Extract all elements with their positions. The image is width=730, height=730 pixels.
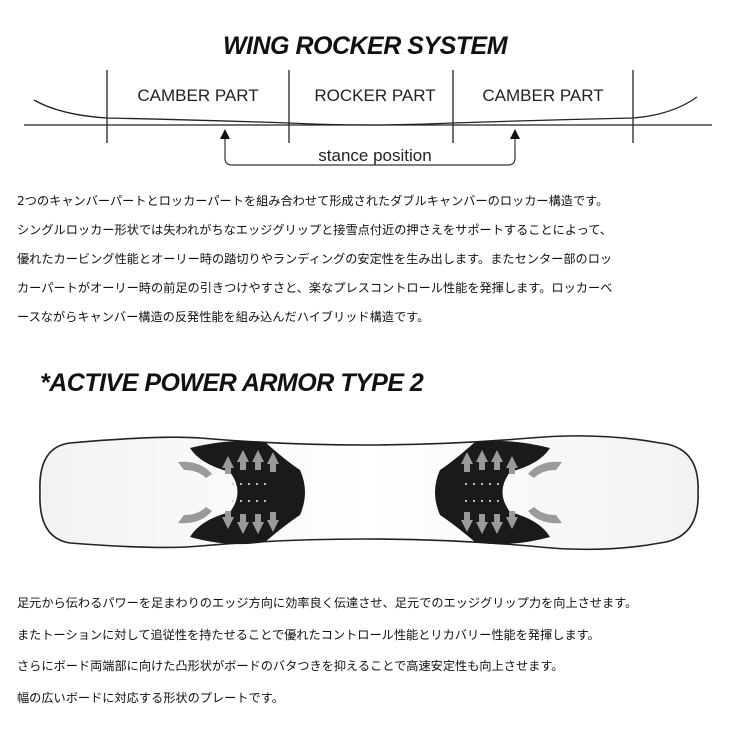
arrow-down-icon <box>222 511 279 534</box>
arrow-curve-right-icon <box>528 461 562 478</box>
camber-part-left-label: CAMBER PART <box>137 86 258 105</box>
armor-plate-left <box>178 440 305 545</box>
insert-holes <box>231 482 267 503</box>
arrow-curve-left-lower-icon <box>178 507 212 524</box>
description-line: 優れたカービング性能とオーリー時の踏切りやランディングの安定性を生み出します。ま… <box>17 252 613 266</box>
armor-plate-right-shape <box>435 440 550 545</box>
armor-title: *ACTIVE POWER ARMOR TYPE 2 <box>40 369 424 397</box>
insert-holes <box>464 482 500 503</box>
arrow-curve-left-icon <box>178 461 212 478</box>
snowboard-outline <box>39 435 699 551</box>
stance-arrow-right-icon <box>510 129 520 139</box>
description-line: ースながらキャンバー構造の反発性能を組み込んだハイブリッド構造です。 <box>17 310 430 324</box>
rocker-part-label: ROCKER PART <box>314 86 435 105</box>
arrow-curve-right-lower-icon <box>528 507 562 524</box>
stance-arrow-left-icon <box>220 129 230 139</box>
description-line: 幅の広いボードに対応する形状のプレートです。 <box>17 690 284 705</box>
description-line: またトーションに対して追従性を持たせることで優れたコントロール性能とリカバリー性… <box>17 627 600 642</box>
arrow-up-icon <box>461 450 518 474</box>
armor-plate-left-shape <box>190 440 305 545</box>
description-paragraph-1: 2つのキャンバーパートとロッカーパートを組み合わせて形成されたダブルキャンバーの… <box>17 187 717 332</box>
camber-part-right-label: CAMBER PART <box>482 86 603 105</box>
board-profile-line <box>33 96 698 126</box>
rocker-profile-diagram: CAMBER PART ROCKER PART CAMBER PART stan… <box>24 70 712 166</box>
snowboard-illustration <box>39 435 699 551</box>
arrow-down-icon <box>461 511 518 534</box>
description-line: 足元から伝わるパワーを足まわりのエッジ方向に効率良く伝達させ、足元でのエッジグリ… <box>17 596 638 610</box>
stance-bracket <box>224 138 516 166</box>
description-line: カーパートがオーリー時の前足の引きつけやすさと、楽なプレスコントロール性能を発揮… <box>17 281 613 295</box>
stance-position-label: stance position <box>318 146 431 165</box>
description-line: さらにボード両端部に向けた凸形状がボードのバタつきを抑えることで高速安定性も向上… <box>17 659 564 673</box>
armor-plate-right <box>435 440 562 545</box>
arrow-up-icon <box>222 450 279 474</box>
description-paragraph-2: 足元から伝わるパワーを足まわりのエッジ方向に効率良く伝達させ、足元でのエッジグリ… <box>17 588 717 714</box>
description-line: 2つのキャンバーパートとロッカーパートを組み合わせて形成されたダブルキャンバーの… <box>17 194 609 208</box>
description-line: シングルロッカー形状では失われがちなエッジグリップと接雪点付近の押さえをサポート… <box>17 223 612 237</box>
wing-rocker-title: WING ROCKER SYSTEM <box>222 32 508 60</box>
